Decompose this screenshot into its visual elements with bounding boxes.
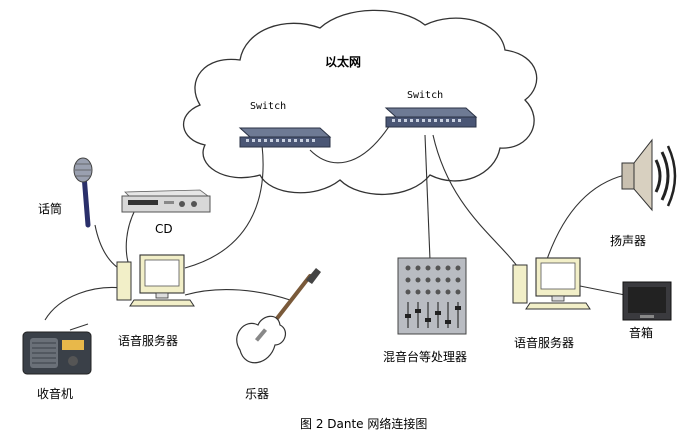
- link-radio-server: [44, 286, 123, 321]
- computer-right-icon: [512, 257, 591, 310]
- ethernet-cloud: [182, 9, 538, 196]
- switch-right: [384, 107, 478, 128]
- cd-label: CD: [155, 222, 173, 236]
- mixer-icon: [397, 257, 467, 335]
- microphone-label: 话筒: [38, 201, 62, 216]
- link-cd-server: [125, 209, 136, 263]
- speaker-box-label: 音箱: [629, 325, 653, 340]
- figure-caption: 图 2 Dante 网络连接图: [300, 416, 427, 431]
- ethernet-label: 以太网: [325, 54, 361, 69]
- speaker-label: 扬声器: [610, 233, 646, 248]
- computer-left-icon: [116, 254, 195, 307]
- guitar-icon: [236, 268, 321, 364]
- link-guitar-server: [184, 289, 291, 301]
- radio-icon: [22, 323, 92, 375]
- voice-server-right-label: 语音服务器: [514, 335, 574, 350]
- link-switch1-switch2: [309, 124, 391, 164]
- mixer-label: 混音台等处理器: [383, 349, 467, 364]
- link-server-speaker: [544, 174, 626, 266]
- switch-left-label: Switch: [250, 101, 286, 112]
- microphone-icon: [73, 157, 93, 228]
- link-server-box: [574, 284, 626, 296]
- link-switch1-server-left: [184, 144, 264, 269]
- switch-left: [238, 127, 332, 148]
- loudspeaker-icon: [621, 138, 677, 212]
- link-switch2-server-right: [432, 134, 521, 271]
- voice-server-left-label: 语音服务器: [118, 333, 178, 348]
- speaker-box-icon: [622, 281, 672, 321]
- instrument-label: 乐器: [245, 387, 269, 401]
- switch-right-label: Switch: [407, 90, 443, 101]
- radio-label: 收音机: [37, 386, 73, 401]
- cd-player-icon: [121, 189, 211, 213]
- connection-lines: [44, 124, 626, 321]
- link-switch2-mixer: [424, 134, 431, 261]
